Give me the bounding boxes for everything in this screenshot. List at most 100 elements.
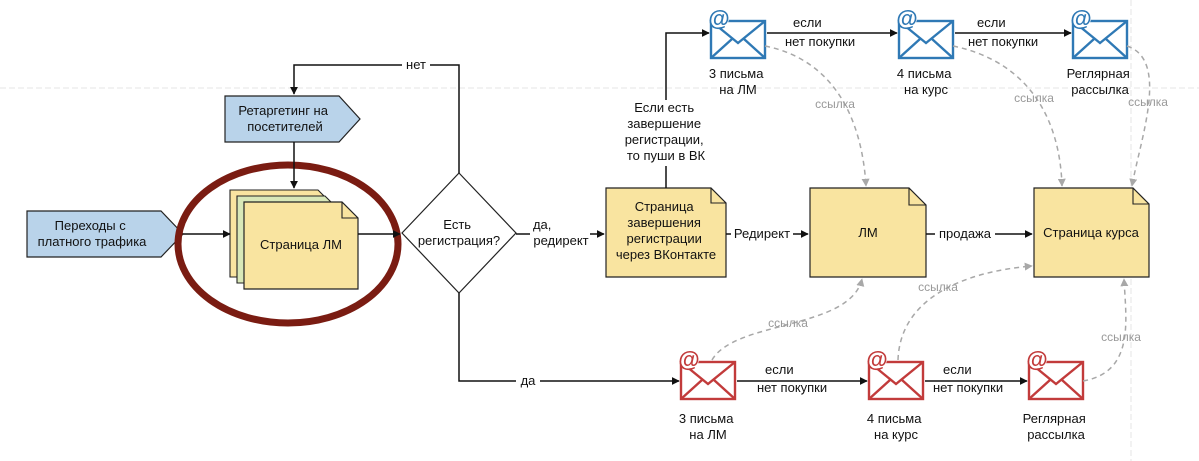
email-bottom-3[interactable]: @ Реглярная рассылка xyxy=(1023,347,1090,442)
lm-fold xyxy=(908,188,926,206)
link-label-top-3: ссылка xyxy=(1128,95,1168,109)
reg-complete-page-fold xyxy=(710,188,726,204)
edge-label-push-note: Если есть завершение регистрации, то пуш… xyxy=(625,100,708,163)
email-top-2[interactable]: @ 4 письма на курс xyxy=(896,6,955,97)
email-top-3-line-1: Реглярная xyxy=(1067,66,1130,81)
edge-decision-yes xyxy=(458,293,680,385)
email-top-3-label: Реглярная рассылка xyxy=(1067,66,1134,97)
registration-decision-node[interactable]: Есть регистрация? xyxy=(401,172,517,294)
no-purchase-top-2-line-2: нет покупки xyxy=(968,34,1038,49)
retargeting-line-1: Ретаргетинг на xyxy=(238,103,328,118)
edge-label-no: нет xyxy=(406,57,426,72)
link-label-top-1: ссылка xyxy=(815,97,855,111)
push-note-line-4: то пуши в ВК xyxy=(627,148,706,163)
push-note-line-2: завершение xyxy=(627,116,701,131)
email-top-2-line-1: 4 письма xyxy=(897,66,952,81)
paid-traffic-line-1: Переходы с xyxy=(55,218,127,233)
email-bottom-1[interactable]: @ 3 письма на ЛМ xyxy=(678,347,737,442)
label-yes-bg xyxy=(516,372,540,388)
course-page-fold xyxy=(1132,188,1149,205)
retargeting-label: Ретаргетинг на посетителей xyxy=(238,103,331,134)
no-purchase-bottom-2-line-2: нет покупки xyxy=(933,380,1003,395)
reg-complete-line-4: через ВКонтакте xyxy=(616,247,716,262)
reg-complete-line-2: завершения xyxy=(627,215,701,230)
registration-decision-label: Есть регистрация? xyxy=(418,217,500,248)
dashed-email-top-1-to-lm xyxy=(764,45,870,187)
edge-label-no-purchase-bottom-2: если нет покупки xyxy=(933,362,1003,395)
email-blue-icon: @ xyxy=(896,6,955,60)
reg-complete-line-3: регистрации xyxy=(627,231,702,246)
svg-text:@: @ xyxy=(678,347,699,372)
reg-complete-page-shape xyxy=(605,187,727,278)
yes-redirect-line-1: да, xyxy=(533,217,551,232)
course-page-node[interactable]: Страница курса xyxy=(1033,187,1150,278)
svg-text:@: @ xyxy=(896,6,917,31)
email-top-1[interactable]: @ 3 письма на ЛМ xyxy=(708,6,767,97)
edge-label-redirect: Редирект xyxy=(734,226,790,241)
email-bottom-1-line-2: на ЛМ xyxy=(689,427,726,442)
retargeting-line-2: посетителей xyxy=(247,119,322,134)
lm-page-front-sheet xyxy=(243,201,359,290)
email-red-icon: @ xyxy=(678,347,737,401)
email-bottom-2[interactable]: @ 4 письма на курс xyxy=(866,347,925,442)
svg-text:@: @ xyxy=(866,347,887,372)
edge-label-no-purchase-top-1: если нет покупки xyxy=(785,15,855,49)
no-purchase-bottom-1-line-1: если xyxy=(765,362,794,377)
dashed-email-bottom-2-to-course xyxy=(897,262,1033,361)
svg-text:@: @ xyxy=(708,6,729,31)
edge-label-no-purchase-top-2: если нет покупки xyxy=(968,15,1038,49)
email-blue-icon: @ xyxy=(1070,6,1129,60)
no-purchase-bottom-1-line-2: нет покупки xyxy=(757,380,827,395)
no-purchase-top-2-line-1: если xyxy=(977,15,1006,30)
paid-traffic-label: Переходы с платного трафика xyxy=(38,218,148,249)
email-bottom-3-label: Реглярная рассылка xyxy=(1023,411,1090,442)
no-purchase-top-1-line-2: нет покупки xyxy=(785,34,855,49)
email-top-3[interactable]: @ Реглярная рассылка xyxy=(1067,6,1134,97)
edge-label-sale: продажа xyxy=(939,226,992,241)
email-top-2-line-2: на курс xyxy=(904,82,948,97)
svg-text:@: @ xyxy=(1026,347,1047,372)
no-purchase-top-1-line-1: если xyxy=(793,15,822,30)
email-bottom-1-label: 3 письма на ЛМ xyxy=(679,411,737,442)
retargeting-node[interactable]: Ретаргетинг на посетителей xyxy=(224,95,361,143)
push-note-line-1: Если есть xyxy=(634,100,694,115)
edge-label-yes: да xyxy=(521,373,537,388)
edge-decision-no xyxy=(290,64,460,173)
lm-page-node[interactable]: Страница ЛМ xyxy=(229,189,359,290)
lm-page-label: Страница ЛМ xyxy=(260,237,342,252)
edge-label-yes-redirect: да, редирект xyxy=(533,217,589,248)
registration-decision-line-1: Есть xyxy=(443,217,471,232)
paid-traffic-line-2: платного трафика xyxy=(38,234,148,249)
paid-traffic-node[interactable]: Переходы с платного трафика xyxy=(26,210,184,258)
email-red-icon: @ xyxy=(866,347,925,401)
email-red-icon: @ xyxy=(1026,347,1085,401)
dashed-email-bottom-3-to-course xyxy=(1082,278,1129,382)
reg-complete-line-1: Страница xyxy=(635,199,695,214)
email-bottom-2-line-1: 4 письма xyxy=(867,411,922,426)
email-bottom-2-line-2: на курс xyxy=(874,427,918,442)
lm-shape xyxy=(809,187,927,278)
lm-node[interactable]: ЛМ xyxy=(809,187,927,278)
retargeting-shape xyxy=(224,95,361,143)
email-top-1-line-1: 3 письма xyxy=(709,66,764,81)
email-bottom-2-label: 4 письма на курс xyxy=(867,411,925,442)
link-label-bottom-3: ссылка xyxy=(1101,330,1141,344)
lm-label: ЛМ xyxy=(858,225,877,240)
email-blue-icon: @ xyxy=(708,6,767,60)
label-sale-bg xyxy=(935,226,995,242)
email-top-2-label: 4 письма на курс xyxy=(897,66,955,97)
no-purchase-bottom-2-line-1: если xyxy=(943,362,972,377)
course-page-label: Страница курса xyxy=(1043,225,1139,240)
reg-complete-page-label: Страница завершения регистрации через ВК… xyxy=(616,199,716,262)
highlight-ring xyxy=(174,161,402,327)
dashed-email-top-2-to-course xyxy=(952,45,1066,187)
email-top-1-label: 3 письма на ЛМ xyxy=(709,66,767,97)
svg-text:@: @ xyxy=(1070,6,1091,31)
email-top-1-line-2: на ЛМ xyxy=(719,82,756,97)
link-label-bottom-1: ссылка xyxy=(768,316,808,330)
edge-label-no-purchase-bottom-1: если нет покупки xyxy=(757,362,827,395)
reg-complete-page-node[interactable]: Страница завершения регистрации через ВК… xyxy=(605,187,727,278)
email-bottom-3-line-2: рассылка xyxy=(1027,427,1085,442)
label-redirect-bg xyxy=(731,226,793,242)
